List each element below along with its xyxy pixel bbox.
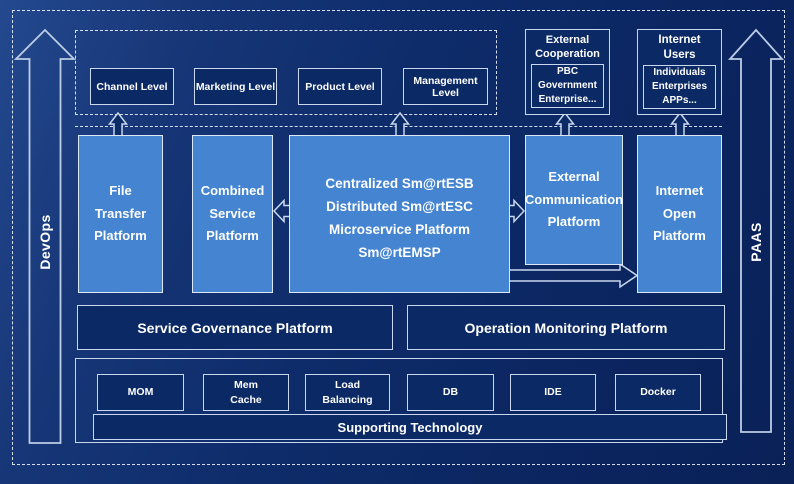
level-box-marketing: Marketing Level [194,68,277,105]
internet-users-title: Internet Users [658,34,701,61]
platform-internet-open: Internet Open Platform [637,135,722,293]
tech-box-mem-cache: Mem Cache [203,374,289,411]
tech-box-db: DB [407,374,494,411]
external-cooperation-members: PBC Government Enterprise... [531,63,604,108]
internet-users-members: Individuals Enterprises APPs... [643,64,716,109]
service-governance-platform-box: Service Governance Platform [77,305,393,350]
tech-box-mom: MOM [97,374,184,411]
internet-users-box: Internet Users Individuals Enterprises A… [637,29,722,115]
supporting-technology-bar: Supporting Technology [93,414,727,440]
tech-box-docker: Docker [615,374,701,411]
level-box-product: Product Level [298,68,382,105]
platform-esb: Centralized Sm@rtESB Distributed Sm@rtES… [289,135,510,293]
level-box-management: Management Level [403,68,488,105]
platform-combined-service: Combined Service Platform [192,135,273,293]
dashed-separator-line [75,126,722,127]
platform-external-communication: External Communication Platform [525,135,623,265]
external-cooperation-box: External Cooperation PBC Government Ente… [525,29,610,115]
external-cooperation-title: External Cooperation [535,34,600,61]
devops-rail-label: DevOps [37,214,53,270]
tech-box-load-balancing: Load Balancing [305,374,390,411]
operation-monitoring-platform-box: Operation Monitoring Platform [407,305,725,350]
tech-box-ide: IDE [510,374,596,411]
platform-file-transfer: File Transfer Platform [78,135,163,293]
paas-rail-label: PAAS [748,222,764,262]
outer-dashed-frame [12,10,785,465]
level-box-channel: Channel Level [90,68,174,105]
